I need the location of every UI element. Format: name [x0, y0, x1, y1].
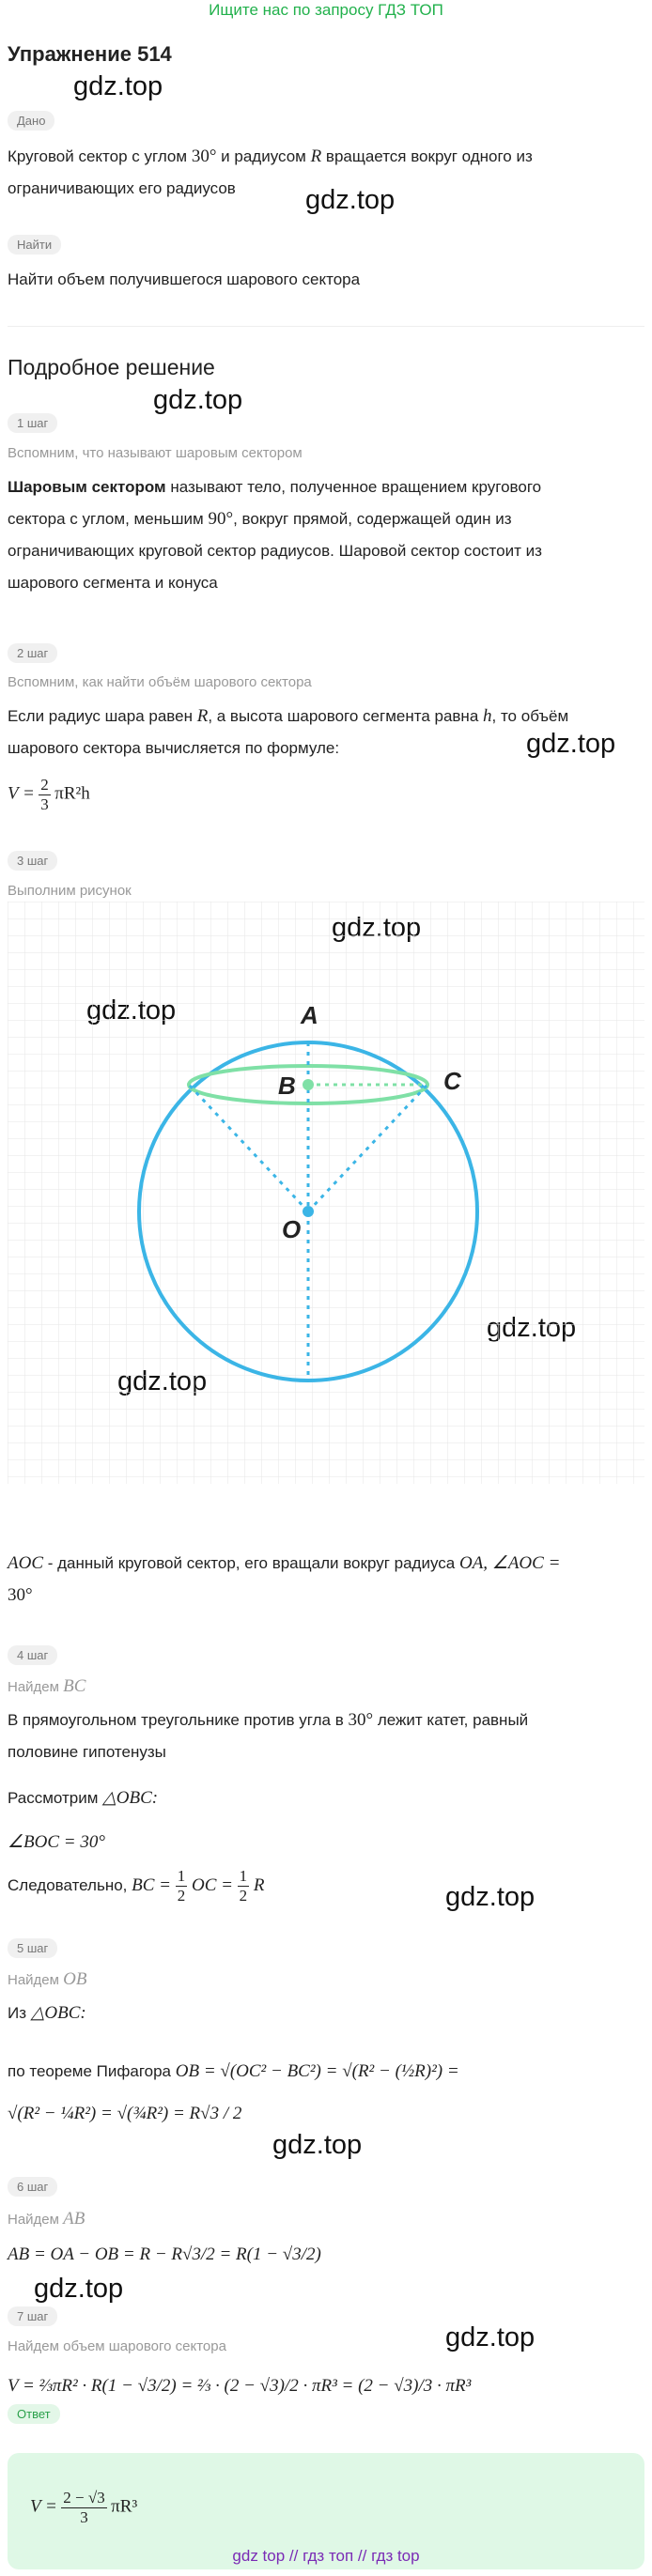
- divider: [8, 326, 644, 327]
- top-search-link[interactable]: Ищите нас по запросу ГДЗ ТОП: [209, 1, 443, 19]
- step-7-hint: Найдем объем шарового сектора: [8, 2338, 226, 2354]
- step-5-pythagoras: по теореме Пифагора OB = √(OC² − BC²) = …: [8, 2061, 459, 2081]
- step-4-consider: Рассмотрим △OBC:: [8, 1788, 159, 1808]
- find-text: Найти объем получившегося шарового секто…: [8, 270, 361, 288]
- given-pill: Дано: [8, 111, 55, 131]
- sphere-sector-figure: A B C O: [8, 902, 644, 1484]
- step-4-text: В прямоугольном треугольнике против угла…: [8, 1710, 529, 1761]
- step-3-after: AOC - данный круговой сектор, его вращал…: [8, 1553, 561, 1605]
- watermark: gdz.top: [305, 185, 396, 215]
- watermark: gdz.top: [526, 729, 616, 759]
- step-7-formula: V = ⅔πR² · R(1 − √3/2) = ⅔ · (2 − √3)/2 …: [8, 2376, 472, 2396]
- radius-oc: [306, 1083, 429, 1213]
- watermark: gdz.top: [445, 2322, 536, 2352]
- label-b: B: [278, 1072, 296, 1100]
- step-7-pill: 7 шаг: [8, 2306, 58, 2326]
- step-2-hint: Вспомним, как найти объём шарового секто…: [8, 674, 312, 690]
- solution-title: Подробное решение: [8, 355, 215, 379]
- step-4-pill: 4 шаг: [8, 1645, 58, 1665]
- step-2-pill: 2 шаг: [8, 643, 58, 663]
- step-3-hint: Выполним рисунок: [8, 883, 132, 899]
- bottom-links[interactable]: gdz top // гдз топ // гдз top: [232, 2547, 420, 2565]
- watermark: gdz.top: [153, 385, 243, 415]
- page-title: Упражнение 514: [8, 42, 172, 66]
- point-o: [303, 1206, 314, 1217]
- step-5-from: Из △OBC:: [8, 2003, 86, 2023]
- find-pill: Найти: [8, 235, 62, 255]
- step-6-formula: AB = OA − OB = R − R√3/2 = R(1 − √3/2): [8, 2244, 321, 2264]
- step-3-pill: 3 шаг: [8, 851, 58, 871]
- step-5-result: √(R² − ¼R²) = √(¾R²) = R√3 / 2: [8, 2104, 242, 2123]
- step-1-pill: 1 шаг: [8, 413, 58, 433]
- step-5-pill: 5 шаг: [8, 1938, 58, 1958]
- watermark: gdz.top: [34, 2274, 124, 2304]
- step-6-pill: 6 шаг: [8, 2177, 58, 2197]
- step-5-hint: Найдем OB: [8, 1969, 87, 1989]
- watermark: gdz.top: [445, 1882, 536, 1912]
- point-b: [303, 1079, 314, 1090]
- label-a: A: [300, 1001, 318, 1029]
- label-c: C: [443, 1067, 462, 1095]
- label-o: O: [282, 1215, 301, 1243]
- step-1-text: Шаровым сектором называют тело, полученн…: [8, 478, 542, 592]
- answer-pill: Ответ: [8, 2404, 60, 2424]
- step-4-angle: ∠BOC = 30°: [8, 1832, 105, 1852]
- step-2-text: Если радиус шара равен R, а высота шаров…: [8, 706, 569, 757]
- step-4-hint: Найдем BC: [8, 1676, 86, 1696]
- step-1-hint: Вспомним, что называют шаровым сектором: [8, 445, 303, 461]
- watermark: gdz.top: [272, 2130, 363, 2160]
- given-text: Круговой сектор с углом 30° и радиусом R…: [8, 147, 533, 197]
- radius-left: [187, 1083, 310, 1213]
- step-6-hint: Найдем AB: [8, 2209, 85, 2229]
- watermark: gdz.top: [73, 71, 163, 101]
- sector-drawing: A B C O: [8, 902, 644, 1484]
